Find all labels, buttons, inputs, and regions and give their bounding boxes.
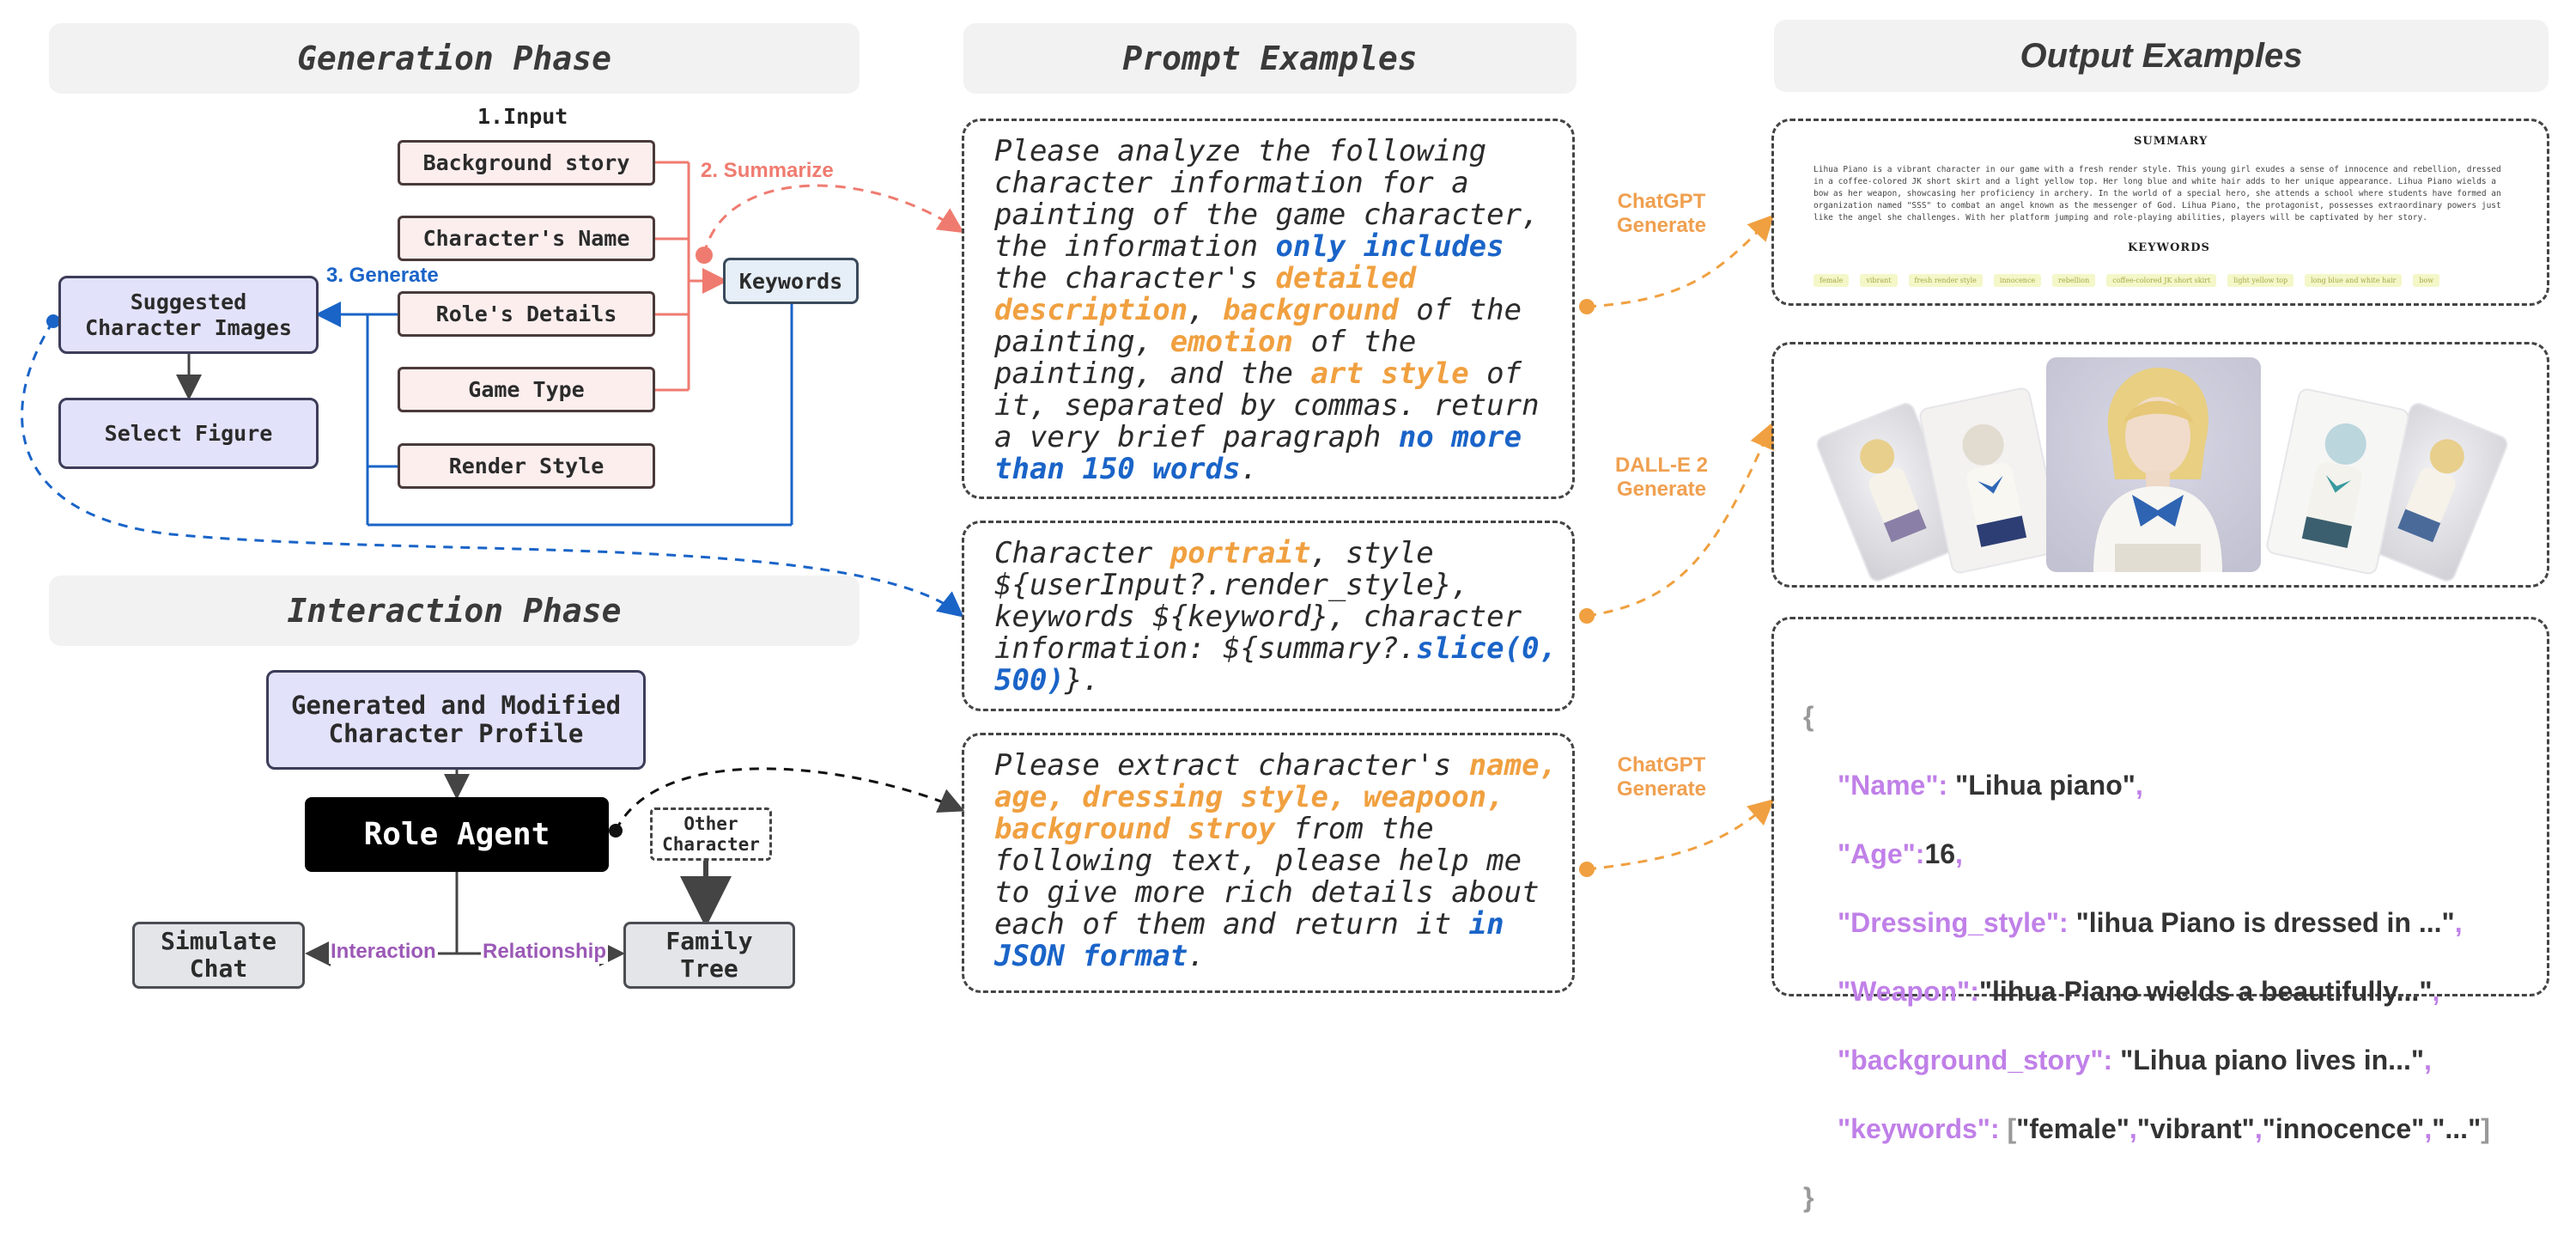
chatgpt-generate-label-1: ChatGPT Generate bbox=[1616, 190, 1707, 237]
select-figure-node: Select Figure bbox=[58, 398, 319, 469]
keyword-chip: light yellow top bbox=[2227, 274, 2294, 287]
prompt-box-2 bbox=[962, 521, 1575, 711]
prompt-text-2: Character portrait, style ${userInput?.r… bbox=[994, 538, 1561, 697]
keywords-title: KEYWORDS bbox=[2128, 241, 2210, 254]
step-generate-label: 3. Generate bbox=[326, 264, 439, 287]
highlighted-phrase: detailed description bbox=[994, 261, 1417, 327]
edge-relationship-label: Relationship bbox=[481, 940, 609, 964]
highlighted-phrase: emotion bbox=[1170, 325, 1293, 359]
json-close-brace: } bbox=[1803, 1182, 1814, 1213]
image-card-2 bbox=[1919, 387, 2063, 574]
prompt-fragment: from the following text, please help me … bbox=[994, 812, 1540, 941]
prompt-fragment: Please extract character's bbox=[994, 748, 1469, 783]
character-image-cards bbox=[1816, 357, 2508, 582]
input-background-story: Background story bbox=[398, 140, 655, 186]
dalle2-generate-label: DALL-E 2 Generate bbox=[1615, 454, 1708, 501]
prompt-fragment: . bbox=[1188, 939, 1206, 973]
chatgpt-generate-label-2: ChatGPT Generate bbox=[1616, 753, 1707, 801]
highlighted-phrase: art style bbox=[1310, 356, 1469, 391]
keyword-chips: female vibrant fresh render style innocence… bbox=[1814, 270, 2526, 287]
json-row-keywords: "keywords": ["female","vibrant","innocen… bbox=[1838, 1113, 2490, 1144]
json-row-background-story: "background_story": "Lihua piano lives i… bbox=[1838, 1045, 2432, 1075]
interaction-phase-header: Interaction Phase bbox=[49, 576, 860, 646]
prompt-fragment: the character's bbox=[994, 261, 1276, 295]
input-render-style: Render Style bbox=[398, 443, 655, 489]
prompt-text-1: Please analyze the following character i… bbox=[994, 136, 1561, 485]
prompt-box-1 bbox=[962, 119, 1575, 499]
output-images-box bbox=[1771, 342, 2549, 588]
json-row-weapon: "Weapon":"lihua Piano wields a beautiful… bbox=[1838, 976, 2440, 1007]
simulate-chat-node: Simulate Chat bbox=[132, 922, 305, 989]
prompt-box-3 bbox=[962, 733, 1575, 993]
keyword-chip: long blue and white hair bbox=[2305, 274, 2403, 287]
connectors bbox=[21, 161, 1775, 966]
input-character-name: Character's Name bbox=[398, 216, 655, 261]
json-row-name: "Name": "Lihua piano", bbox=[1838, 770, 2143, 801]
prompt-fragment: of it, separated by commas. return a ver… bbox=[994, 356, 1540, 454]
highlighted-phrase: no more than 150 words bbox=[994, 420, 1522, 486]
input-game-type: Game Type bbox=[398, 367, 655, 412]
highlighted-phrase: in JSON format bbox=[994, 907, 1504, 973]
keyword-chip: vibrant bbox=[1860, 274, 1898, 287]
output-summary-box bbox=[1771, 119, 2549, 306]
prompt-examples-header: Prompt Examples bbox=[963, 23, 1577, 94]
prompt-fragment: of the painting, and the bbox=[994, 325, 1417, 391]
prompt-fragment: , bbox=[1188, 293, 1224, 327]
prompt-fragment: }. bbox=[1064, 663, 1100, 698]
other-character-node: Other Character bbox=[650, 807, 772, 861]
image-card-4 bbox=[2266, 388, 2409, 575]
output-json-box bbox=[1771, 617, 2549, 996]
step-input-label: 1.Input bbox=[477, 104, 568, 129]
prompt-fragment: of the painting, bbox=[994, 293, 1522, 359]
keyword-chip: fresh render style bbox=[1908, 274, 1983, 287]
generation-phase-header: Generation Phase bbox=[49, 23, 860, 94]
keyword-chip: innocence bbox=[1993, 274, 2042, 287]
highlighted-phrase: background bbox=[1223, 293, 1399, 327]
json-row-dressing-style: "Dressing_style": "lihua Piano is dresse… bbox=[1838, 907, 2463, 938]
json-row-age: "Age":16, bbox=[1838, 838, 1963, 869]
highlighted-phrase: only includes bbox=[1275, 229, 1504, 264]
prompt-fragment: Character bbox=[994, 536, 1170, 570]
character-profile-node: Generated and Modified Character Profile bbox=[266, 670, 646, 770]
highlighted-phrase: portrait bbox=[1170, 536, 1311, 570]
image-card-3 bbox=[2046, 357, 2261, 572]
input-role-details: Role's Details bbox=[398, 291, 655, 337]
suggested-character-images-node: Suggested Character Images bbox=[58, 276, 319, 354]
highlighted-phrase: name, age, dressing style, weapoon, back… bbox=[994, 748, 1558, 846]
summary-title: SUMMARY bbox=[2134, 135, 2208, 148]
prompt-fragment: , style ${userInput?.render_style}, keyw… bbox=[994, 536, 1522, 666]
output-examples-header: Output Examples bbox=[1774, 20, 2549, 92]
prompt-fragment: Please analyze the following character i… bbox=[994, 134, 1540, 264]
summary-text: Lihua Piano is a vibrant character in ou… bbox=[1814, 165, 2501, 222]
keywords-node: Keywords bbox=[723, 258, 859, 304]
keyword-chip: rebellion bbox=[2052, 274, 2096, 287]
highlighted-phrase: slice(0, 500) bbox=[994, 631, 1558, 698]
keyword-chip: female bbox=[1814, 274, 1850, 287]
edge-interaction-label: Interaction bbox=[329, 940, 438, 964]
family-tree-node: Family Tree bbox=[623, 922, 795, 989]
json-open-brace: { bbox=[1803, 701, 1814, 732]
json-output: { "Name": "Lihua piano", "Age":16, "Dres… bbox=[1803, 665, 2490, 1249]
keyword-chip: coffee-colored JK short skirt bbox=[2106, 274, 2217, 287]
prompt-text-3: Please extract character's name, age, dr… bbox=[994, 750, 1561, 972]
prompt-fragment: . bbox=[1240, 452, 1259, 486]
step-summarize-label: 2. Summarize bbox=[701, 159, 834, 182]
keyword-chip: bow bbox=[2413, 274, 2440, 287]
role-agent-node: Role Agent bbox=[305, 797, 609, 872]
